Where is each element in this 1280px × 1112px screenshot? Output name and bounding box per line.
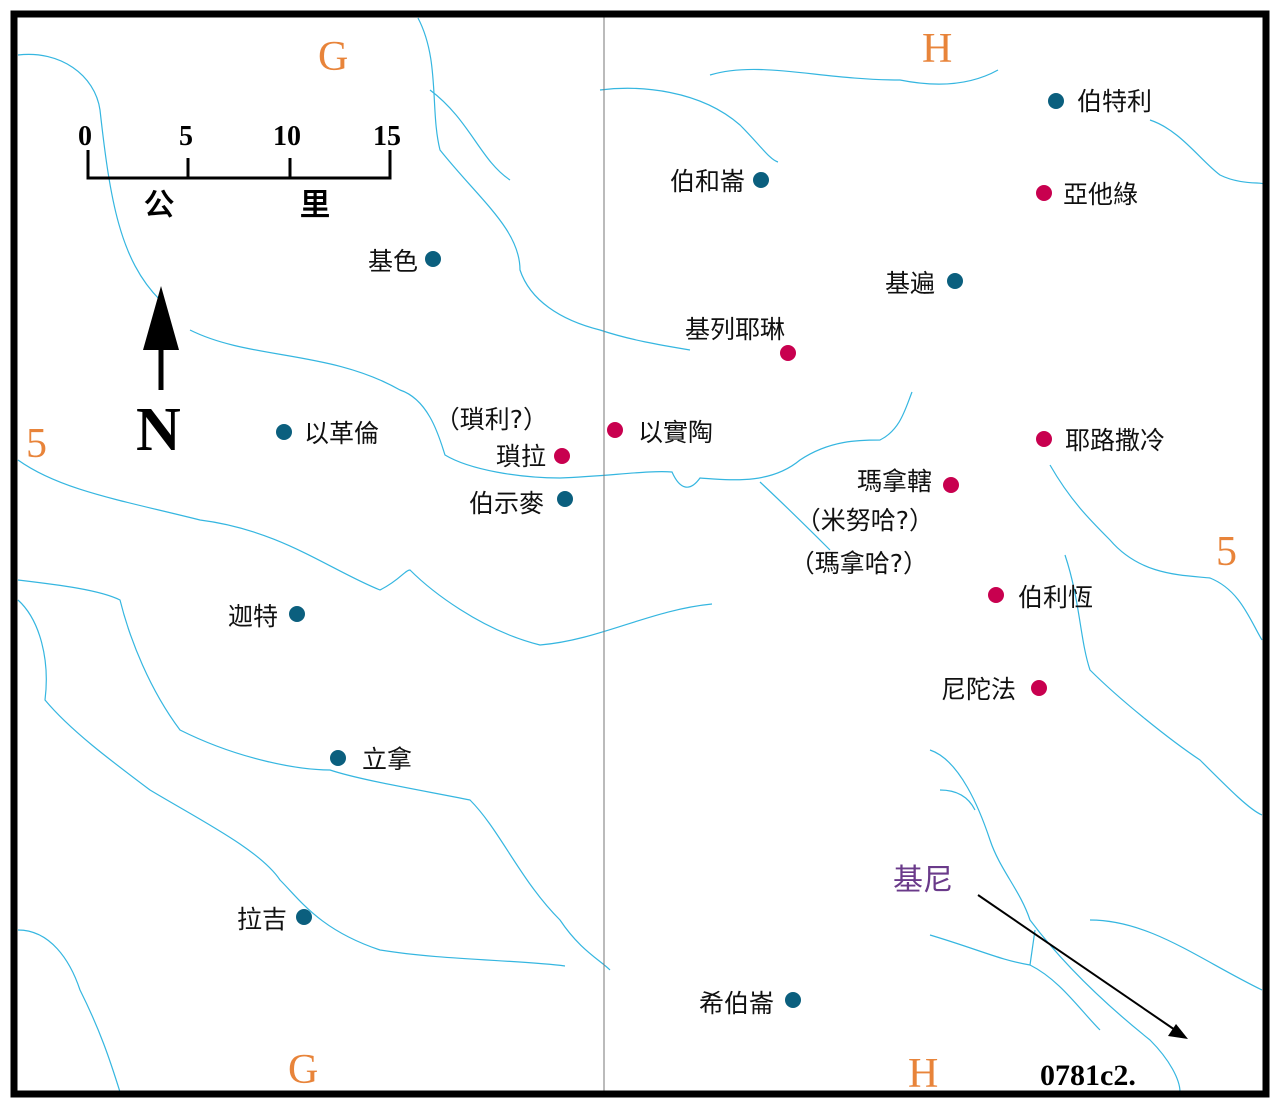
place-marker — [943, 477, 959, 493]
place-marker — [607, 422, 623, 438]
place-label: 伯特利 — [1077, 87, 1152, 116]
region-label: 基尼 — [893, 863, 953, 898]
place-label: （瑪拿哈?） — [790, 549, 928, 578]
place-label: 基遍 — [885, 269, 935, 298]
arrow-up-icon — [143, 286, 179, 350]
place-label: 希伯崙 — [699, 989, 774, 1018]
grid-label-h-bottom: H — [908, 1051, 938, 1097]
place-label: 基色 — [368, 247, 418, 276]
place-marker — [1031, 680, 1047, 696]
place-marker — [276, 424, 292, 440]
scale-tick-15: 15 — [373, 121, 401, 152]
place-label: 尼陀法 — [941, 675, 1016, 704]
place-label: 瑣拉 — [496, 442, 546, 471]
grid-label-5-left: 5 — [26, 421, 47, 467]
place-marker — [947, 273, 963, 289]
place-marker — [289, 606, 305, 622]
place-label: 伯示麥 — [469, 489, 544, 518]
place-marker — [1048, 93, 1064, 109]
place-label: 以革倫 — [304, 419, 379, 448]
place-label: 以實陶 — [638, 418, 713, 447]
place-marker — [1036, 185, 1052, 201]
arrow-southeast-icon — [1168, 1024, 1188, 1039]
place-marker — [1036, 431, 1052, 447]
place-label: 基列耶琳 — [685, 315, 785, 344]
place-marker — [753, 172, 769, 188]
map-frame — [10, 10, 1270, 1098]
place-marker — [330, 750, 346, 766]
north-label: N — [136, 396, 181, 464]
place-marker — [554, 448, 570, 464]
place-marker — [785, 992, 801, 1008]
place-label: 瑪拿轄 — [857, 467, 932, 496]
map-code: 0781c2. — [1040, 1059, 1136, 1092]
place-marker — [988, 587, 1004, 603]
place-label: 立拿 — [362, 745, 412, 774]
scale-unit-1: 公 — [144, 188, 174, 223]
place-marker — [425, 251, 441, 267]
scale-tick-5: 5 — [179, 121, 193, 152]
rivers — [17, 17, 1265, 1093]
place-label: 拉吉 — [237, 905, 287, 934]
place-label: 亞他綠 — [1063, 180, 1138, 209]
scale-tick-0: 0 — [78, 121, 92, 152]
scale-bar: 0 5 10 15 公 里 — [78, 121, 401, 223]
place-label: 迦特 — [228, 602, 278, 631]
place-label: 伯利恆 — [1018, 583, 1093, 612]
place-label: 伯和崙 — [670, 167, 745, 196]
grid-label-h-top: H — [922, 26, 952, 72]
place-label: （瑣利?） — [435, 405, 548, 434]
region-arrow: 基尼 — [893, 863, 1188, 1039]
scale-unit-2: 里 — [300, 188, 330, 223]
place-marker — [557, 491, 573, 507]
place-label: 耶路撒冷 — [1065, 426, 1165, 455]
grid-label-5-right: 5 — [1216, 529, 1237, 575]
place-marker — [296, 909, 312, 925]
grid-label-g-top: G — [318, 34, 348, 80]
place-label: （米努哈?） — [796, 506, 934, 535]
grid-label-g-bottom: G — [288, 1047, 318, 1093]
scale-tick-10: 10 — [273, 121, 301, 152]
north-arrow: N — [136, 286, 181, 464]
place-marker — [780, 345, 796, 361]
